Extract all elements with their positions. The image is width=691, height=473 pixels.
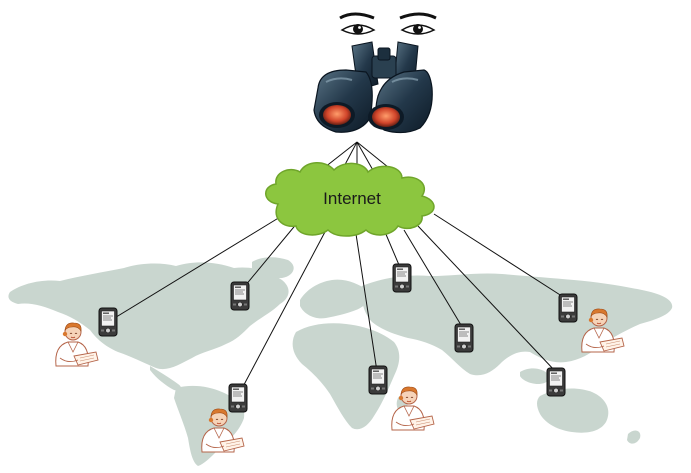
eyes-icon <box>339 12 437 35</box>
cloud-label: Internet <box>323 189 381 208</box>
africa-landmass <box>292 323 400 430</box>
north-america-landmass <box>8 262 289 370</box>
pda-device-icon <box>392 263 412 293</box>
new-zealand-landmass <box>627 430 641 444</box>
internet-cloud: Internet <box>265 162 435 237</box>
binoculars-icon <box>313 41 433 134</box>
southeast-asia-islands <box>520 368 550 384</box>
australia-landmass <box>537 388 609 433</box>
device-links <box>107 213 569 397</box>
greenland-landmass <box>252 257 294 279</box>
link-cloud-east-asia <box>433 213 569 301</box>
link-cloud-canada <box>239 221 299 293</box>
pda-device-icon <box>98 307 118 337</box>
link-cloud-southeast-asia <box>417 225 557 373</box>
south-america-landmass <box>174 385 245 466</box>
person-reading-icon <box>391 386 435 431</box>
pda-device-icon <box>454 323 474 353</box>
link-cloud-north-america <box>107 213 286 323</box>
cloud-icon <box>265 162 435 237</box>
pda-device-icon <box>230 281 250 311</box>
link-cloud-south-america <box>237 229 327 397</box>
europe-landmass <box>300 279 370 319</box>
pda-device-icon <box>228 383 248 413</box>
pda-device-icon <box>558 293 578 323</box>
world-map <box>8 257 673 466</box>
central-america-landmass <box>150 366 181 391</box>
link-observer-cloud-4 <box>356 141 375 173</box>
pda-device-icon <box>546 367 566 397</box>
link-cloud-africa <box>355 233 379 379</box>
binoculars-with-eyes-icon <box>313 12 437 134</box>
pda-device-icon <box>368 365 388 395</box>
link-cloud-south-asia <box>403 229 465 331</box>
